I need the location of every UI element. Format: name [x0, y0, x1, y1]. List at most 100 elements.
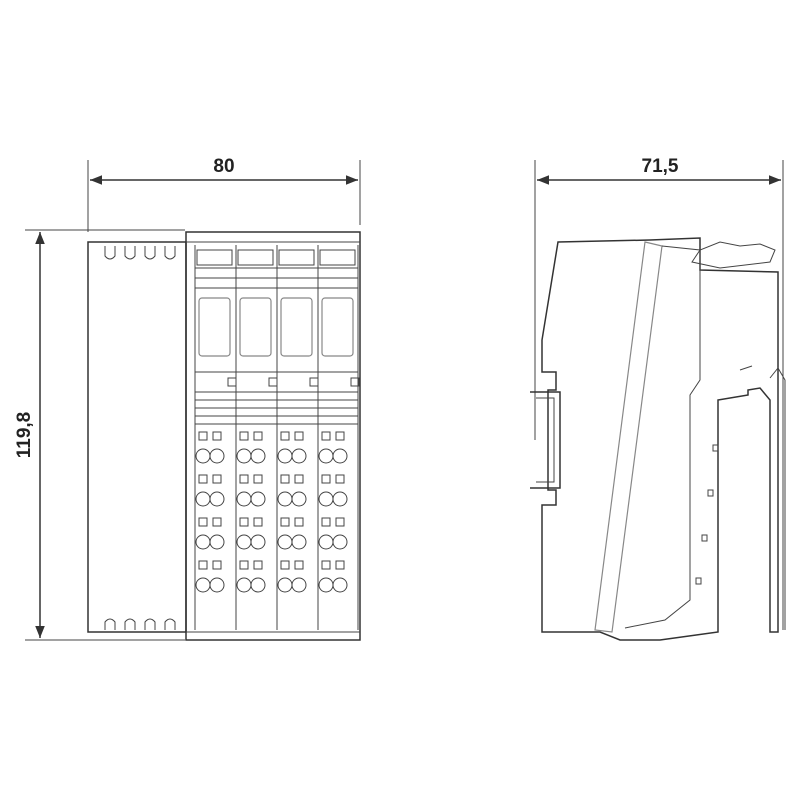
status-led: [707, 489, 714, 497]
release-button: [253, 431, 263, 441]
release-button: [253, 474, 263, 484]
release-button: [335, 517, 345, 527]
bottom-bump: [124, 618, 136, 630]
release-button: [280, 560, 290, 570]
release-button: [212, 560, 222, 570]
release-button: [212, 517, 222, 527]
wire-entry: [332, 491, 348, 507]
wire-entry: [291, 577, 307, 593]
marker-window: [239, 297, 272, 357]
release-button: [321, 431, 331, 441]
release-button: [198, 517, 208, 527]
spring-clip: [769, 367, 786, 630]
release-button: [335, 560, 345, 570]
wire-entry: [318, 534, 334, 550]
module-top-cap: [237, 249, 274, 266]
status-led: [712, 444, 719, 452]
wire-entry: [250, 534, 266, 550]
wire-entry: [291, 448, 307, 464]
release-button: [198, 560, 208, 570]
release-button: [239, 431, 249, 441]
wire-entry: [318, 448, 334, 464]
marker-window: [198, 297, 231, 357]
wire-entry: [195, 448, 211, 464]
depth-dimension: 71,5: [534, 156, 784, 630]
wire-entry: [277, 534, 293, 550]
wire-entry: [236, 534, 252, 550]
status-led: [701, 534, 708, 542]
release-button: [212, 474, 222, 484]
left-housing: [87, 241, 187, 633]
module-latch: [309, 377, 319, 387]
side-view: [530, 237, 786, 641]
release-button: [280, 474, 290, 484]
release-button: [321, 517, 331, 527]
front-panel-edge: [594, 241, 663, 633]
module-latch: [350, 377, 360, 387]
din-rail: [530, 391, 561, 489]
wire-entry: [291, 491, 307, 507]
release-button: [239, 560, 249, 570]
release-button: [239, 474, 249, 484]
top-bump: [164, 246, 176, 260]
module-top-cap: [319, 249, 356, 266]
wire-entry: [195, 534, 211, 550]
wire-entry: [332, 534, 348, 550]
wire-entry: [236, 448, 252, 464]
bottom-bump: [144, 618, 156, 630]
release-button: [294, 560, 304, 570]
wire-entry: [209, 577, 225, 593]
wire-entry: [250, 491, 266, 507]
wire-entry: [195, 491, 211, 507]
wire-entry: [209, 448, 225, 464]
release-button: [280, 517, 290, 527]
width-label: 80: [213, 156, 234, 177]
height-dimension: 119,8: [14, 229, 185, 641]
release-button: [294, 474, 304, 484]
bottom-bump: [164, 618, 176, 630]
height-label: 119,8: [14, 412, 35, 459]
terminal-block: [185, 231, 361, 641]
front-view: [87, 231, 361, 641]
wire-entry: [291, 534, 307, 550]
top-bump: [124, 246, 136, 260]
module-latch: [227, 377, 237, 387]
bottom-bump: [104, 618, 116, 630]
release-button: [253, 560, 263, 570]
release-button: [198, 431, 208, 441]
wire-entry: [318, 491, 334, 507]
marker-window: [280, 297, 313, 357]
wire-entry: [277, 577, 293, 593]
release-button: [280, 431, 290, 441]
top-bump: [104, 246, 116, 260]
top-bump: [144, 246, 156, 260]
module-top-cap: [196, 249, 233, 266]
depth-label: 71,5: [642, 156, 679, 177]
marker-window: [321, 297, 354, 357]
release-button: [198, 474, 208, 484]
release-button: [294, 431, 304, 441]
release-button: [335, 431, 345, 441]
wire-entry: [236, 491, 252, 507]
wire-entry: [209, 534, 225, 550]
status-led: [695, 577, 702, 585]
release-button: [335, 474, 345, 484]
wire-entry: [332, 577, 348, 593]
release-button: [212, 431, 222, 441]
release-button: [321, 560, 331, 570]
wire-entry: [277, 448, 293, 464]
module-latch: [268, 377, 278, 387]
wire-entry: [277, 491, 293, 507]
wire-entry: [236, 577, 252, 593]
release-button: [321, 474, 331, 484]
wire-entry: [318, 577, 334, 593]
side-housing: [541, 237, 779, 641]
module-top-cap: [278, 249, 315, 266]
wire-entry: [195, 577, 211, 593]
release-button: [253, 517, 263, 527]
wire-entry: [209, 491, 225, 507]
release-button: [294, 517, 304, 527]
width-dimension: 80: [87, 156, 361, 232]
